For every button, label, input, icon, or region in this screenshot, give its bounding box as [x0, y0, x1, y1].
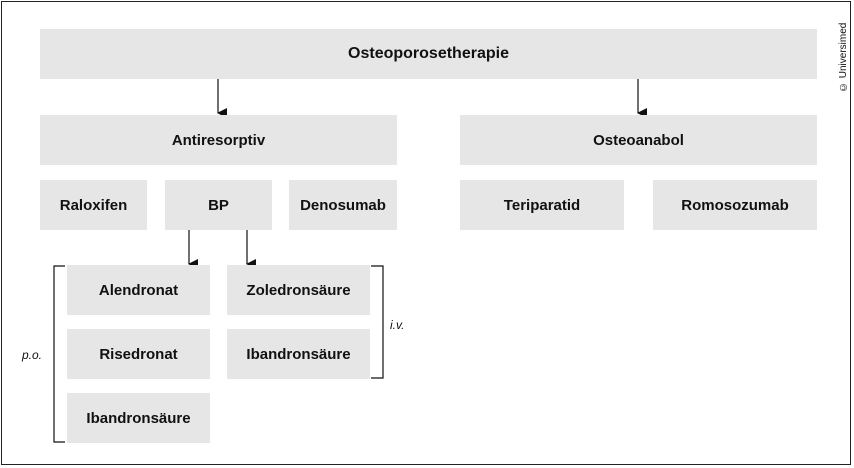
raloxifen-box: Raloxifen	[40, 180, 147, 230]
oral-route-label: p.o.	[22, 348, 43, 362]
romosozumab-box: Romosozumab	[653, 180, 817, 230]
iv-bracket	[371, 265, 384, 379]
title-box: Osteoporosetherapie	[40, 29, 817, 79]
anabolic-box: Osteoanabol	[460, 115, 817, 165]
denosumab-box: Denosumab	[289, 180, 397, 230]
antiresorptive-box: Antiresorptiv	[40, 115, 397, 165]
zoledronsaeure-box: Zoledronsäure	[227, 265, 370, 315]
iv-route-label: i.v.	[390, 318, 405, 332]
risedronat-box: Risedronat	[67, 329, 210, 379]
alendronat-box: Alendronat	[67, 265, 210, 315]
copyright-text: © Universimed	[838, 22, 849, 92]
oral-bracket	[53, 265, 65, 443]
ibandronsaeure-oral-box: Ibandronsäure	[67, 393, 210, 443]
bp-box: BP	[165, 180, 272, 230]
teriparatid-box: Teriparatid	[460, 180, 624, 230]
ibandronsaeure-iv-box: Ibandronsäure	[227, 329, 370, 379]
